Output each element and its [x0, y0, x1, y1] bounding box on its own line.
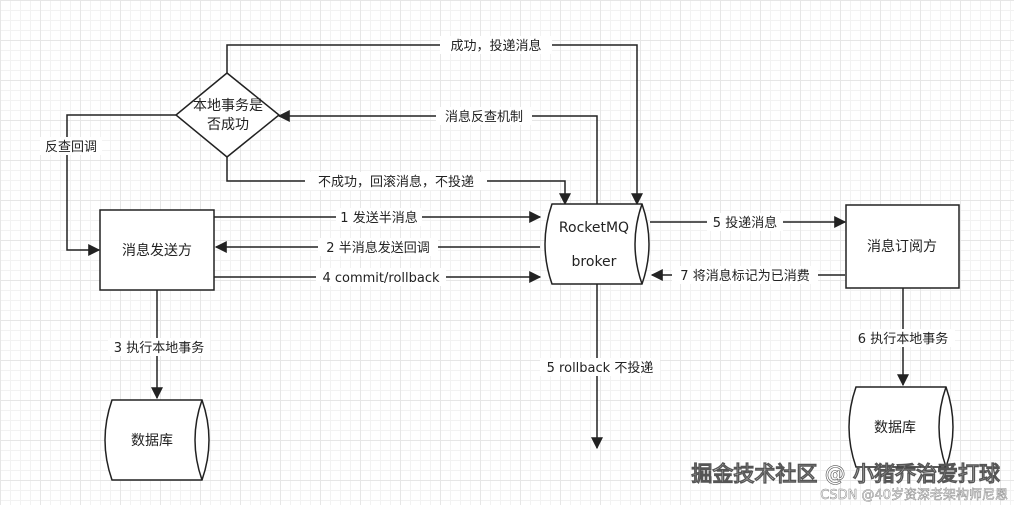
label-success-deliver: 成功，投递消息	[450, 38, 541, 54]
decision-label-line2: 否成功	[207, 117, 249, 133]
producer-node: 消息发送方	[99, 209, 215, 291]
label-check-callback: 反查回调	[45, 140, 97, 155]
decision-label-line1: 本地事务是	[193, 98, 263, 114]
broker-label-line2: broker	[572, 254, 617, 270]
db-right-label: 数据库	[874, 420, 916, 436]
label-step3: 3 执行本地事务	[114, 340, 204, 356]
watermark-sub: CSDN @40岁资深老架构师尼恩	[820, 488, 1008, 503]
db-right-node: 数据库	[848, 386, 954, 468]
label-step7: 7 将消息标记为已消费	[680, 268, 809, 284]
broker-label-line1: RocketMQ	[559, 220, 629, 236]
label-step5-rollback: 5 rollback 不投递	[547, 360, 654, 376]
db-left-label: 数据库	[131, 433, 173, 449]
label-fail-rollback: 不成功，回滚消息，不投递	[318, 174, 474, 190]
edge-check-mechanism	[277, 110, 598, 204]
consumer-node: 消息订阅方	[845, 204, 960, 289]
producer-label: 消息发送方	[122, 242, 192, 259]
edge-success-deliver	[226, 44, 643, 206]
db-left-node: 数据库	[104, 399, 210, 481]
label-check-mechanism: 消息反查机制	[445, 109, 523, 125]
consumer-label: 消息订阅方	[867, 238, 937, 255]
label-step2: 2 半消息发送回调	[326, 240, 429, 256]
label-step6: 6 执行本地事务	[858, 331, 948, 347]
decision-node: 本地事务是 否成功	[174, 72, 281, 158]
broker-node: RocketMQ broker	[544, 203, 650, 285]
label-step1: 1 发送半消息	[340, 210, 417, 226]
label-step4: 4 commit/rollback	[322, 271, 440, 286]
edge-check-callback	[66, 114, 176, 256]
watermark-main: 掘金技术社区 @ 小猪乔治爱打球	[691, 462, 1001, 486]
label-step5-deliver: 5 投递消息	[713, 215, 777, 231]
